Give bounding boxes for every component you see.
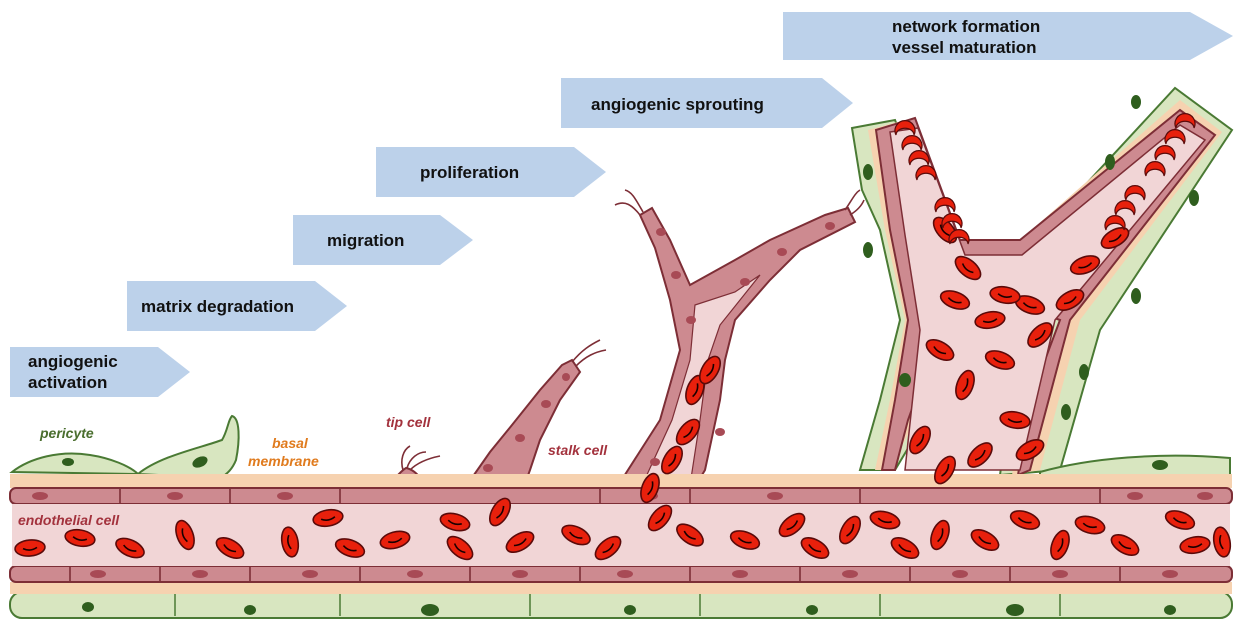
step-label-matrix-degradation: matrix degradation — [141, 297, 294, 316]
basal-top — [10, 474, 1232, 488]
step-label-activation-2: activation — [28, 373, 107, 392]
stalk-filopodia — [572, 340, 606, 366]
step-label-maturation: vessel maturation — [892, 38, 1037, 57]
large-sprout-body — [612, 208, 855, 495]
step-label-network: network formation — [892, 17, 1040, 36]
label-pericyte: pericyte — [39, 425, 94, 441]
label-endothelial-cell: endothelial cell — [18, 512, 120, 528]
label-basal: basal — [272, 435, 309, 451]
label-tip-cell: tip cell — [386, 414, 431, 430]
stalk-sprout-body — [462, 360, 580, 492]
label-membrane: membrane — [248, 453, 319, 469]
step-label-sprouting: angiogenic sprouting — [591, 95, 764, 114]
tip-filopodia — [402, 446, 440, 470]
label-stalk-cell: stalk cell — [548, 442, 608, 458]
main-lumen — [12, 504, 1230, 566]
basal-bottom — [10, 582, 1232, 594]
step-label-proliferation: proliferation — [420, 163, 519, 182]
large-sprout — [612, 190, 864, 495]
step-label-migration: migration — [327, 231, 404, 250]
endo-top — [10, 488, 1232, 504]
pericyte-left-1 — [12, 454, 138, 474]
pericyte-left-2 — [138, 416, 239, 478]
bottom-pericyte-band — [10, 592, 1232, 618]
step-label-activation: angiogenic — [28, 352, 118, 371]
